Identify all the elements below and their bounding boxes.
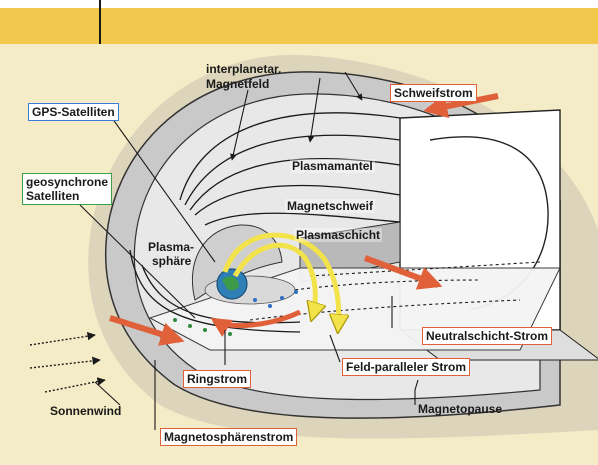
geo-line-2: Satelliten: [26, 189, 108, 203]
solar-wind-arrow: [45, 380, 105, 392]
satellite-dot: [268, 304, 272, 308]
label-ringstrom: Ringstrom: [183, 370, 251, 388]
top-strip: [0, 0, 598, 8]
satellite-dot: [188, 324, 192, 328]
solar-wind-arrows: [30, 335, 105, 392]
label-plasmaschicht: Plasmaschicht: [294, 228, 382, 242]
satellite-dot: [280, 296, 284, 300]
geo-line-1: geosynchrone: [26, 175, 108, 189]
label-interplanetar: interplanetar.: [206, 62, 281, 76]
satellite-dot: [228, 332, 232, 336]
satellite-dot: [294, 290, 298, 294]
solar-wind-arrow: [30, 360, 100, 368]
label-plasma: Plasma-: [148, 240, 194, 254]
label-sonnenwind: Sonnenwind: [50, 404, 121, 418]
label-feld-paralleler-strom: Feld-paralleler Strom: [342, 358, 470, 376]
label-schweifstrom: Schweifstrom: [390, 84, 477, 102]
solar-wind-arrow: [30, 335, 95, 345]
satellite-dot: [173, 318, 177, 322]
label-geosynchrone-satelliten: geosynchrone Satelliten: [22, 173, 112, 205]
label-gps-satelliten: GPS-Satelliten: [28, 103, 119, 121]
label-plasmamantel: Plasmamantel: [290, 159, 375, 173]
label-magnetschweif: Magnetschweif: [285, 199, 375, 213]
label-neutralschicht-strom: Neutralschicht-Strom: [422, 327, 552, 345]
label-magnetfeld: Magnetfeld: [206, 77, 269, 91]
satellite-dot: [203, 328, 207, 332]
leader-sonnenwind: [95, 382, 120, 405]
label-magnetosphaerenstrom: Magnetosphärenstrom: [160, 428, 297, 446]
satellite-dot: [253, 298, 257, 302]
label-sphaere: sphäre: [152, 254, 191, 268]
title-band: [0, 8, 598, 44]
label-magnetopause: Magnetopause: [418, 402, 502, 416]
